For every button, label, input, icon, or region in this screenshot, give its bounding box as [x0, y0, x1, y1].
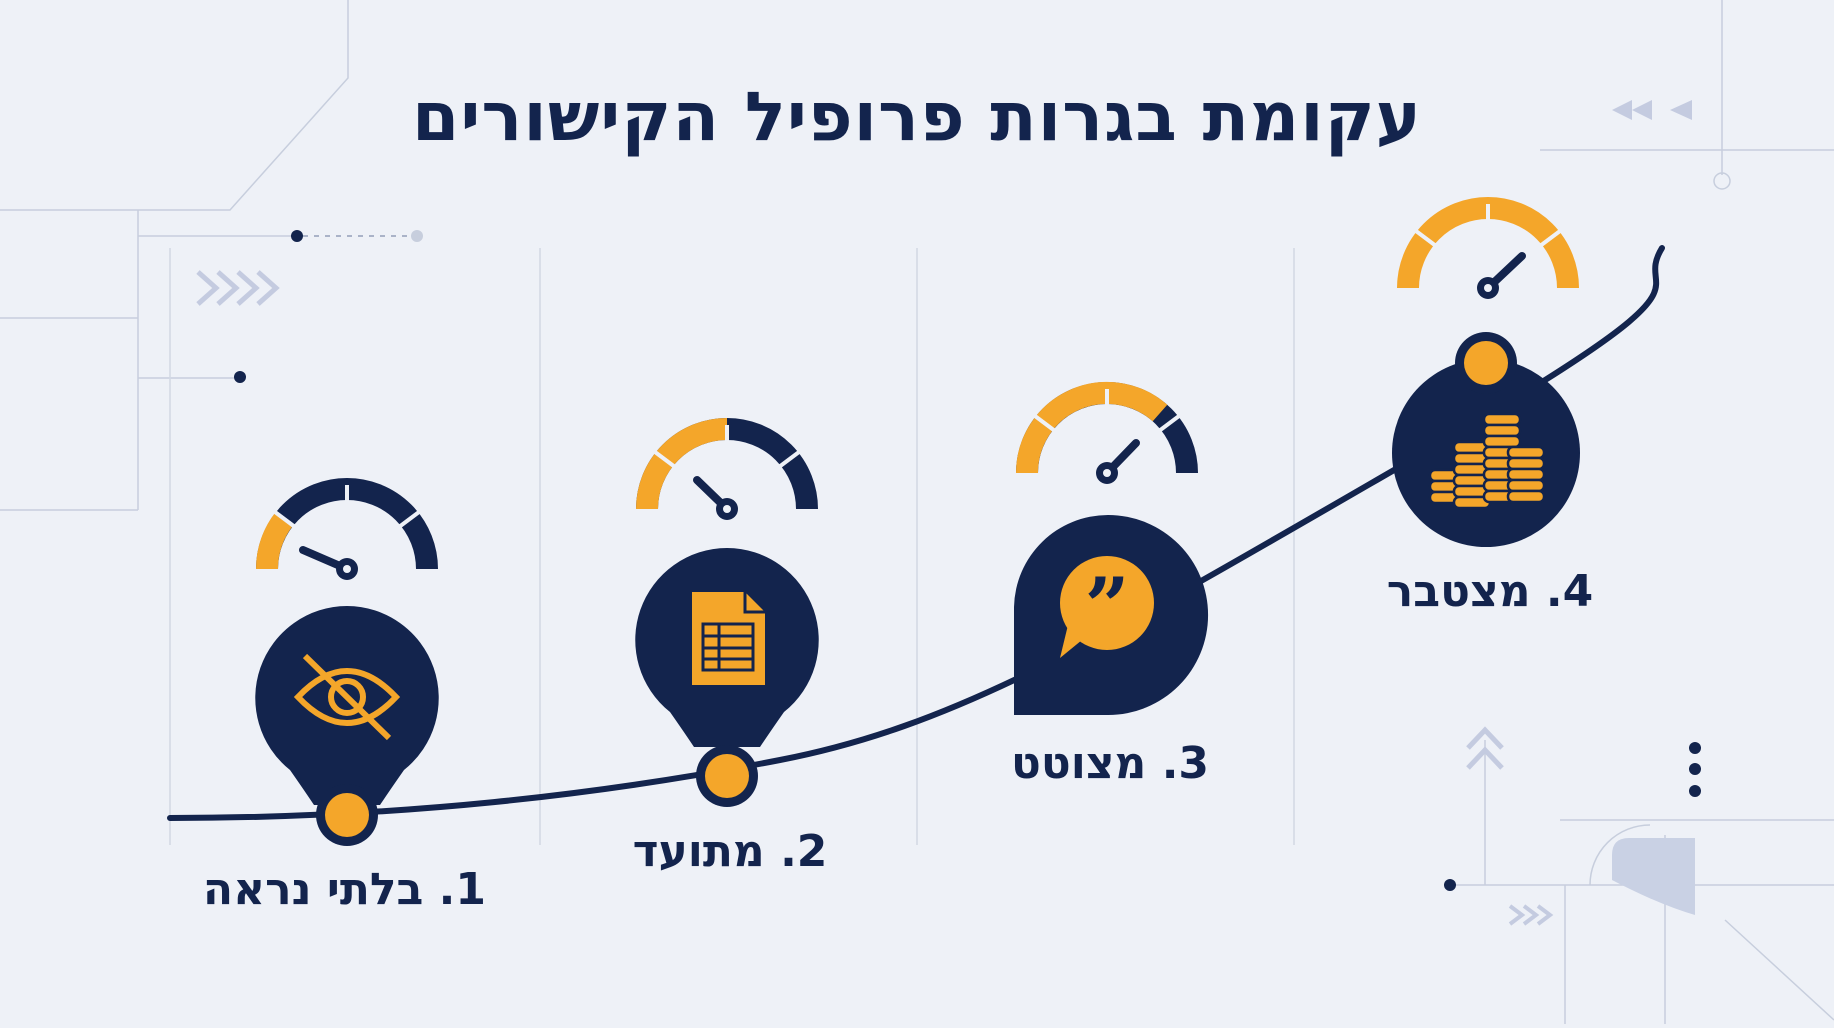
stage-2-gauge [636, 418, 818, 520]
decorative-dots [234, 172, 1731, 915]
stage-1-marker [255, 606, 439, 846]
stage-3-marker: ” [1014, 515, 1209, 715]
stage-2-marker [635, 548, 819, 807]
stage-4-gauge [1397, 197, 1579, 299]
chevron-right-icon [196, 270, 280, 306]
vertical-guides [169, 248, 1295, 845]
stage-2-label: 2. מתועד [632, 826, 828, 877]
chevron-left-icon [1612, 100, 1692, 120]
stage-4-label: 4. מצטבר [1386, 566, 1594, 617]
stage-1-gauge [255, 478, 438, 580]
chevron-right-small-icon [1508, 904, 1554, 926]
page-title: עקומת בגרות פרופיל הקישורים [412, 78, 1422, 157]
eye-slash-icon [293, 653, 401, 741]
quote-bubble-icon: ” [1060, 556, 1154, 658]
stage-1-label: 1. בלתי נראה [202, 864, 486, 915]
coin-stacks-icon [1428, 412, 1546, 510]
stage-3-gauge [1016, 381, 1198, 484]
stage-4-marker [1392, 332, 1580, 547]
spreadsheet-document-icon [692, 592, 765, 685]
stage-3-label: 3. מצוטט [1010, 738, 1210, 789]
chevron-up-icon [1466, 726, 1504, 770]
svg-text:”: ” [1085, 561, 1130, 652]
